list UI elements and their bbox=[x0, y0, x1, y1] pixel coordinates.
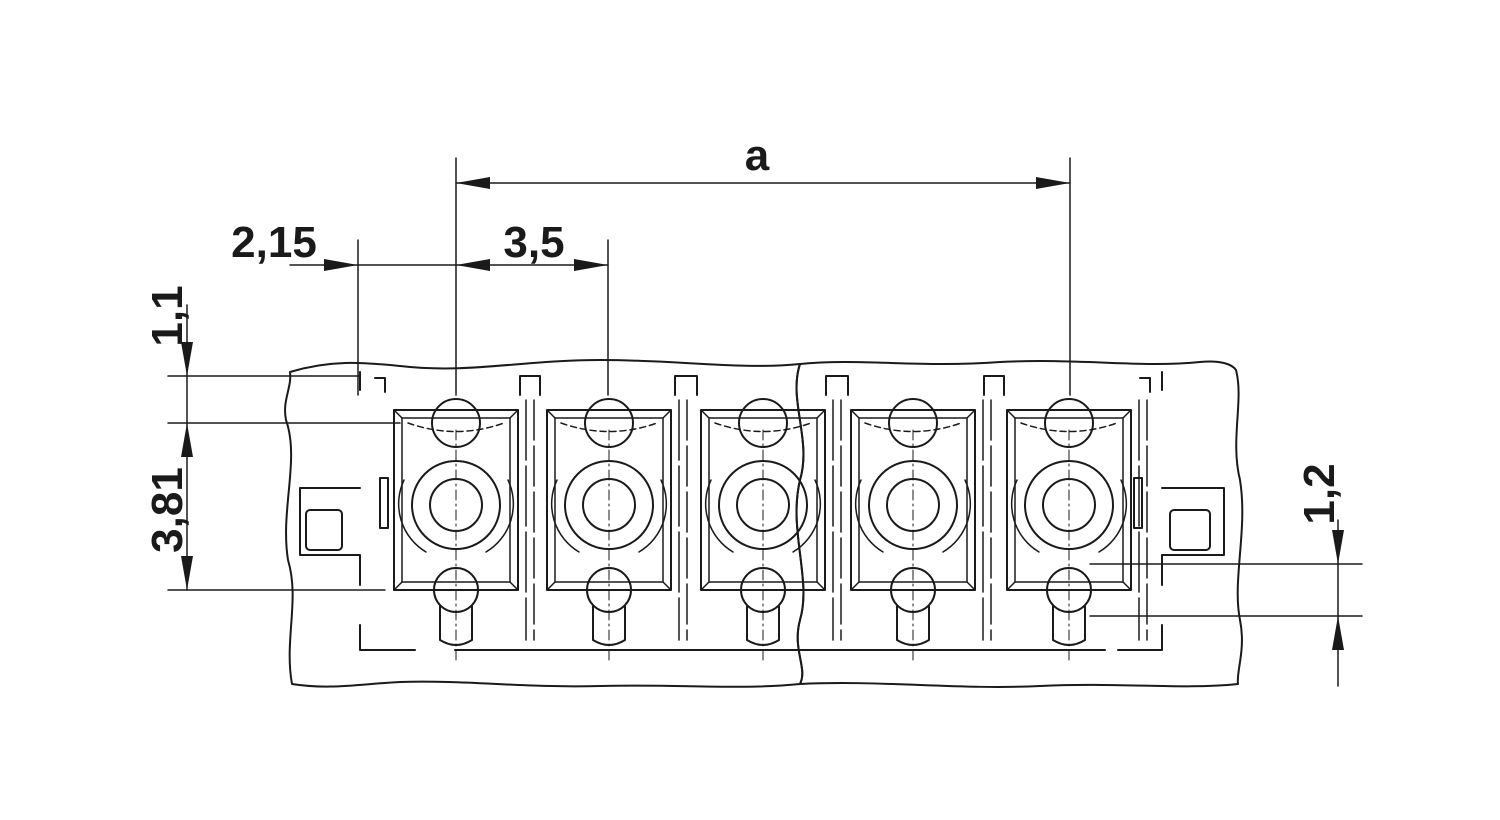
dim-bottom-offset-label: 1,2 bbox=[1295, 463, 1344, 524]
bottom-pin bbox=[433, 567, 479, 613]
dim-pitch-label: 3,5 bbox=[503, 218, 564, 267]
extension-lines bbox=[167, 157, 1363, 617]
bottom-pin bbox=[1046, 567, 1092, 613]
bottom-pin bbox=[890, 567, 936, 613]
bottom-pin bbox=[586, 567, 632, 613]
dimension-lines bbox=[181, 177, 1344, 687]
bottom-pin bbox=[740, 567, 786, 613]
contact-chamber bbox=[700, 398, 842, 661]
top-pin-hole bbox=[888, 398, 938, 448]
dim-edge-offset-label: 2,15 bbox=[231, 218, 317, 267]
top-pin-hole bbox=[1044, 398, 1094, 448]
contact-chamber bbox=[546, 398, 688, 661]
top-pin-hole bbox=[738, 398, 788, 448]
top-pin-hole bbox=[431, 398, 481, 448]
dim-row-pitch-label: 3,81 bbox=[143, 467, 192, 553]
dim-a-label: a bbox=[745, 131, 770, 180]
contact-chamber bbox=[1006, 398, 1148, 661]
contact-chambers bbox=[393, 398, 1148, 661]
dim-top-offset-label: 1,1 bbox=[143, 285, 192, 346]
board-right-outline bbox=[795, 360, 1244, 688]
contact-chamber bbox=[393, 398, 535, 661]
contact-chamber bbox=[850, 398, 992, 661]
housing-frame bbox=[299, 371, 1225, 651]
top-pin-hole bbox=[584, 398, 634, 448]
